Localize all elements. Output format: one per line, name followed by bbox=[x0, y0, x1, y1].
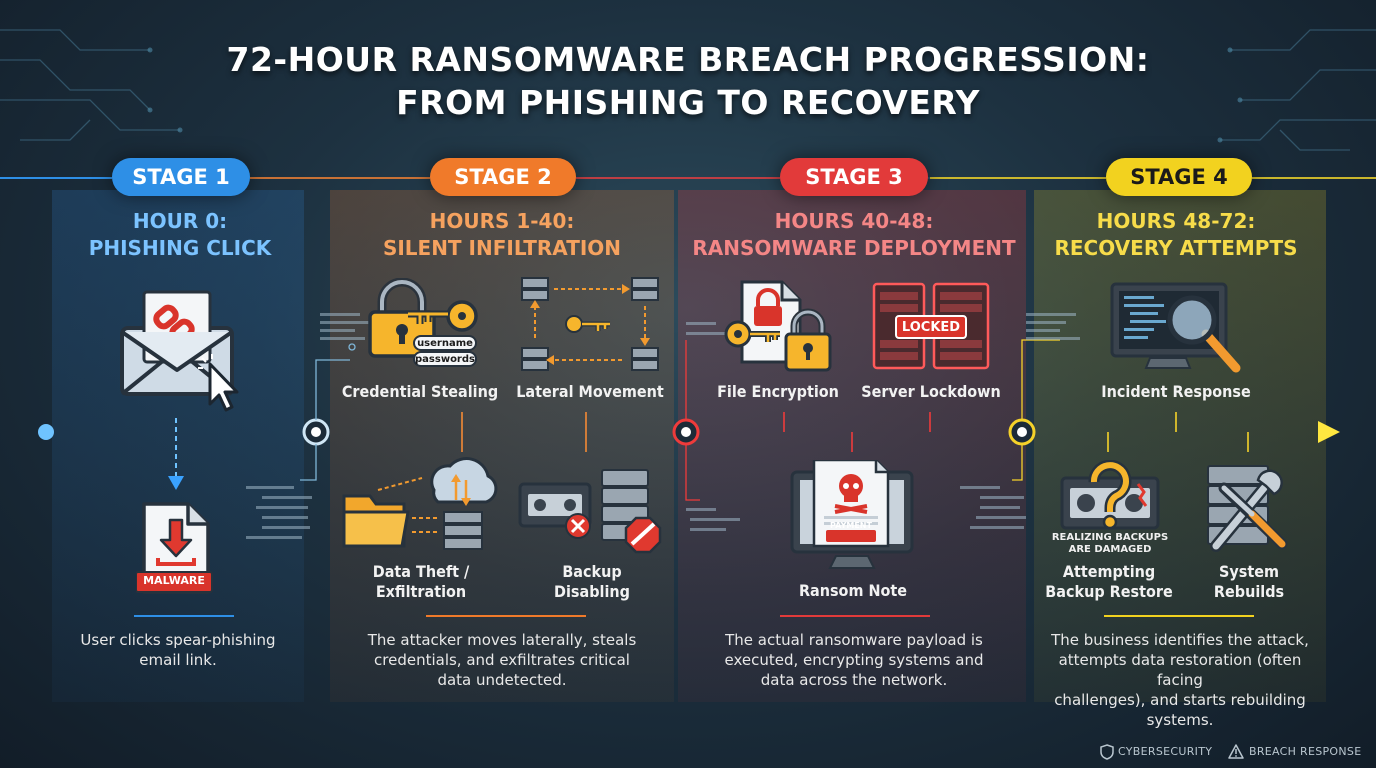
stage-2-hours: HOURS 1-40: bbox=[429, 209, 575, 233]
data-theft-line-1: Data Theft / bbox=[372, 562, 470, 581]
passwords-tag: passwords bbox=[415, 354, 475, 365]
phishing-email-icon bbox=[120, 290, 239, 412]
backup-disabling-line-2: Disabling bbox=[554, 582, 630, 601]
stage-4-badge: STAGE 4 bbox=[1106, 158, 1252, 196]
stage-2-badge: STAGE 2 bbox=[430, 158, 576, 196]
realizing-line-2: ARE DAMAGED bbox=[1068, 544, 1152, 555]
backup-disabling-icon bbox=[518, 469, 662, 554]
stage-4-desc-line: systems. bbox=[1146, 711, 1214, 729]
data-theft-line-2: Exfiltration bbox=[375, 582, 467, 601]
stage-1-badge: STAGE 1 bbox=[112, 158, 250, 196]
system-rebuilds-line-1: System bbox=[1219, 562, 1279, 581]
page-title: 72-HOUR RANSOMWARE BREACH PROGRESSION: F… bbox=[0, 38, 1376, 124]
backup-disabling-label: Backup Disabling bbox=[520, 562, 664, 602]
stage-4-subtitle: RECOVERY ATTEMPTS bbox=[1054, 236, 1298, 260]
shield-icon bbox=[1100, 744, 1114, 760]
system-rebuild-icon bbox=[1207, 465, 1288, 552]
stage-2-desc-line: credentials, and exfiltrates critical bbox=[374, 651, 630, 669]
attempting-line-2: Backup Restore bbox=[1045, 582, 1173, 601]
warning-icon bbox=[1228, 744, 1244, 759]
server-lockdown-icon bbox=[872, 282, 990, 370]
stage-3-desc-line: executed, encrypting systems and bbox=[724, 651, 984, 669]
stage-4-heading: HOURS 48-72: RECOVERY ATTEMPTS bbox=[1034, 208, 1318, 262]
file-encryption-icon bbox=[724, 280, 832, 372]
incident-response-label: Incident Response bbox=[1101, 382, 1251, 401]
stage-1-description: User clicks spear-phishing email link. bbox=[52, 630, 304, 670]
stage-4-desc-line: challenges), and starts rebuilding bbox=[1054, 691, 1306, 709]
footer-breach-response: BREACH RESPONSE bbox=[1249, 745, 1362, 758]
malware-file-icon bbox=[136, 502, 213, 594]
down-arrow-icon bbox=[168, 418, 184, 490]
stage-1-subtitle: PHISHING CLICK bbox=[88, 236, 272, 260]
credential-stealing-label: Credential Stealing bbox=[341, 382, 499, 401]
system-rebuilds-line-2: Rebuilds bbox=[1213, 582, 1285, 601]
file-encryption-label: File Encryption bbox=[717, 382, 839, 401]
stage-3-hours: HOURS 40-48: bbox=[774, 209, 934, 233]
stage-3-desc-line: data across the network. bbox=[760, 671, 948, 689]
lateral-movement-label: Lateral Movement bbox=[516, 382, 664, 401]
payment-label: PAYMENT bbox=[830, 521, 872, 530]
credential-stealing-icon bbox=[368, 278, 478, 367]
ransom-note-icon bbox=[790, 460, 914, 569]
lateral-movement-icon bbox=[521, 277, 659, 371]
server-lockdown-label: Server Lockdown bbox=[861, 382, 1001, 401]
stage-3-desc-line: The actual ransomware payload is bbox=[725, 631, 983, 649]
stage-4-desc-line: The business identifies the attack, bbox=[1051, 631, 1309, 649]
ransom-note-label: Ransom Note bbox=[798, 581, 908, 600]
incident-response-icon bbox=[1110, 282, 1241, 373]
title-line-2: FROM PHISHING TO RECOVERY bbox=[396, 83, 980, 122]
stage-2-subtitle: SILENT INFILTRATION bbox=[382, 236, 622, 260]
system-rebuilds-label: System Rebuilds bbox=[1176, 562, 1322, 602]
stage-3-badge: STAGE 3 bbox=[780, 158, 928, 196]
realizing-backups-note: REALIZING BACKUPS ARE DAMAGED bbox=[1044, 532, 1176, 556]
title-line-1: 72-HOUR RANSOMWARE BREACH PROGRESSION: bbox=[226, 40, 1150, 79]
stage-4-description: The business identifies the attack, atte… bbox=[1034, 630, 1326, 730]
realizing-line-1: REALIZING BACKUPS bbox=[1051, 532, 1169, 543]
stage-1-hours: HOUR 0: bbox=[132, 209, 228, 233]
stage-2-heading: HOURS 1-40: SILENT INFILTRATION bbox=[330, 208, 674, 262]
data-theft-label: Data Theft / Exfiltration bbox=[346, 562, 496, 602]
attempting-restore-label: Attempting Backup Restore bbox=[1034, 562, 1184, 602]
stage-1-heading: HOUR 0: PHISHING CLICK bbox=[52, 208, 308, 262]
stage-3-heading: HOURS 40-48: RANSOMWARE DEPLOYMENT bbox=[678, 208, 1030, 262]
attempting-line-1: Attempting bbox=[1062, 562, 1156, 581]
stage-3-description: The actual ransomware payload is execute… bbox=[678, 630, 1030, 690]
backup-restore-icon bbox=[1060, 460, 1160, 530]
malware-label: MALWARE bbox=[143, 574, 205, 587]
stage-2-desc-line: The attacker moves laterally, steals bbox=[367, 631, 637, 649]
stage-1-desc-line: User clicks spear-phishing bbox=[80, 631, 276, 649]
data-theft-icon bbox=[342, 457, 498, 550]
stage-2-description: The attacker moves laterally, steals cre… bbox=[330, 630, 674, 690]
backup-disabling-line-1: Backup bbox=[562, 562, 622, 581]
locked-label: LOCKED bbox=[901, 320, 961, 335]
stage-2-desc-line: data undetected. bbox=[437, 671, 567, 689]
footer-cybersecurity: CYBERSECURITY bbox=[1118, 745, 1213, 758]
stage-4-hours: HOURS 48-72: bbox=[1096, 209, 1256, 233]
stage-4-desc-line: attempts data restoration (often facing bbox=[1058, 651, 1302, 689]
stage-1-desc-line: email link. bbox=[139, 651, 217, 669]
username-tag: username bbox=[417, 338, 473, 349]
stage-3-subtitle: RANSOMWARE DEPLOYMENT bbox=[692, 236, 1016, 260]
